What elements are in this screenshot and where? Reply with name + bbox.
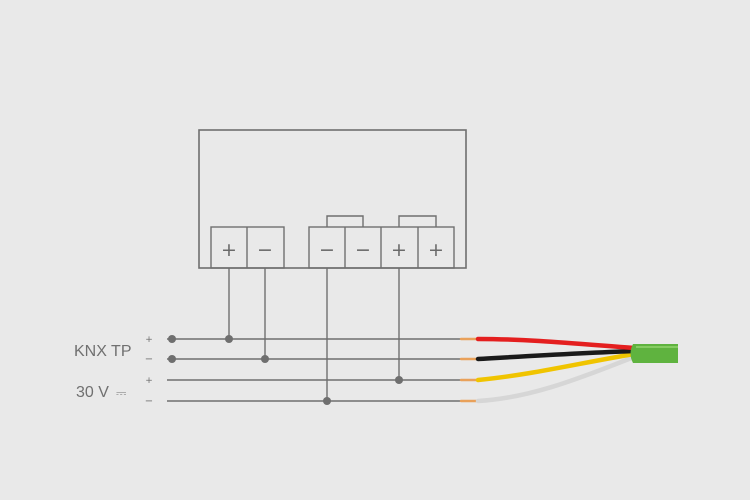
terminal-label: + bbox=[391, 239, 407, 261]
polarity-mark: − bbox=[145, 396, 153, 407]
terminal-label: − bbox=[355, 239, 371, 261]
cable-sheath bbox=[630, 344, 678, 363]
bridge-plus bbox=[398, 215, 437, 227]
dc-symbol-icon: ⎓ bbox=[116, 385, 126, 400]
terminal-label: + bbox=[428, 239, 444, 261]
terminal-label: + bbox=[221, 239, 237, 261]
bridge-minus bbox=[326, 215, 364, 227]
terminal-label: − bbox=[319, 239, 335, 261]
polarity-mark: − bbox=[145, 354, 153, 365]
wire-red bbox=[475, 336, 637, 351]
terminal-label: − bbox=[257, 239, 273, 261]
junction-dot bbox=[261, 355, 269, 363]
polarity-mark: + bbox=[145, 376, 153, 386]
junction-dot bbox=[225, 335, 233, 343]
knx-tp-label: KNX TP bbox=[74, 343, 132, 360]
wire-white bbox=[475, 354, 637, 404]
start-dot bbox=[168, 355, 176, 363]
wire-yellow bbox=[475, 351, 637, 383]
junction-dot bbox=[323, 397, 331, 405]
polarity-mark: + bbox=[145, 335, 153, 345]
wire-black bbox=[475, 348, 637, 362]
junction-dot bbox=[395, 376, 403, 384]
start-dot bbox=[168, 335, 176, 343]
supply-voltage-label: 30 V bbox=[76, 384, 109, 401]
